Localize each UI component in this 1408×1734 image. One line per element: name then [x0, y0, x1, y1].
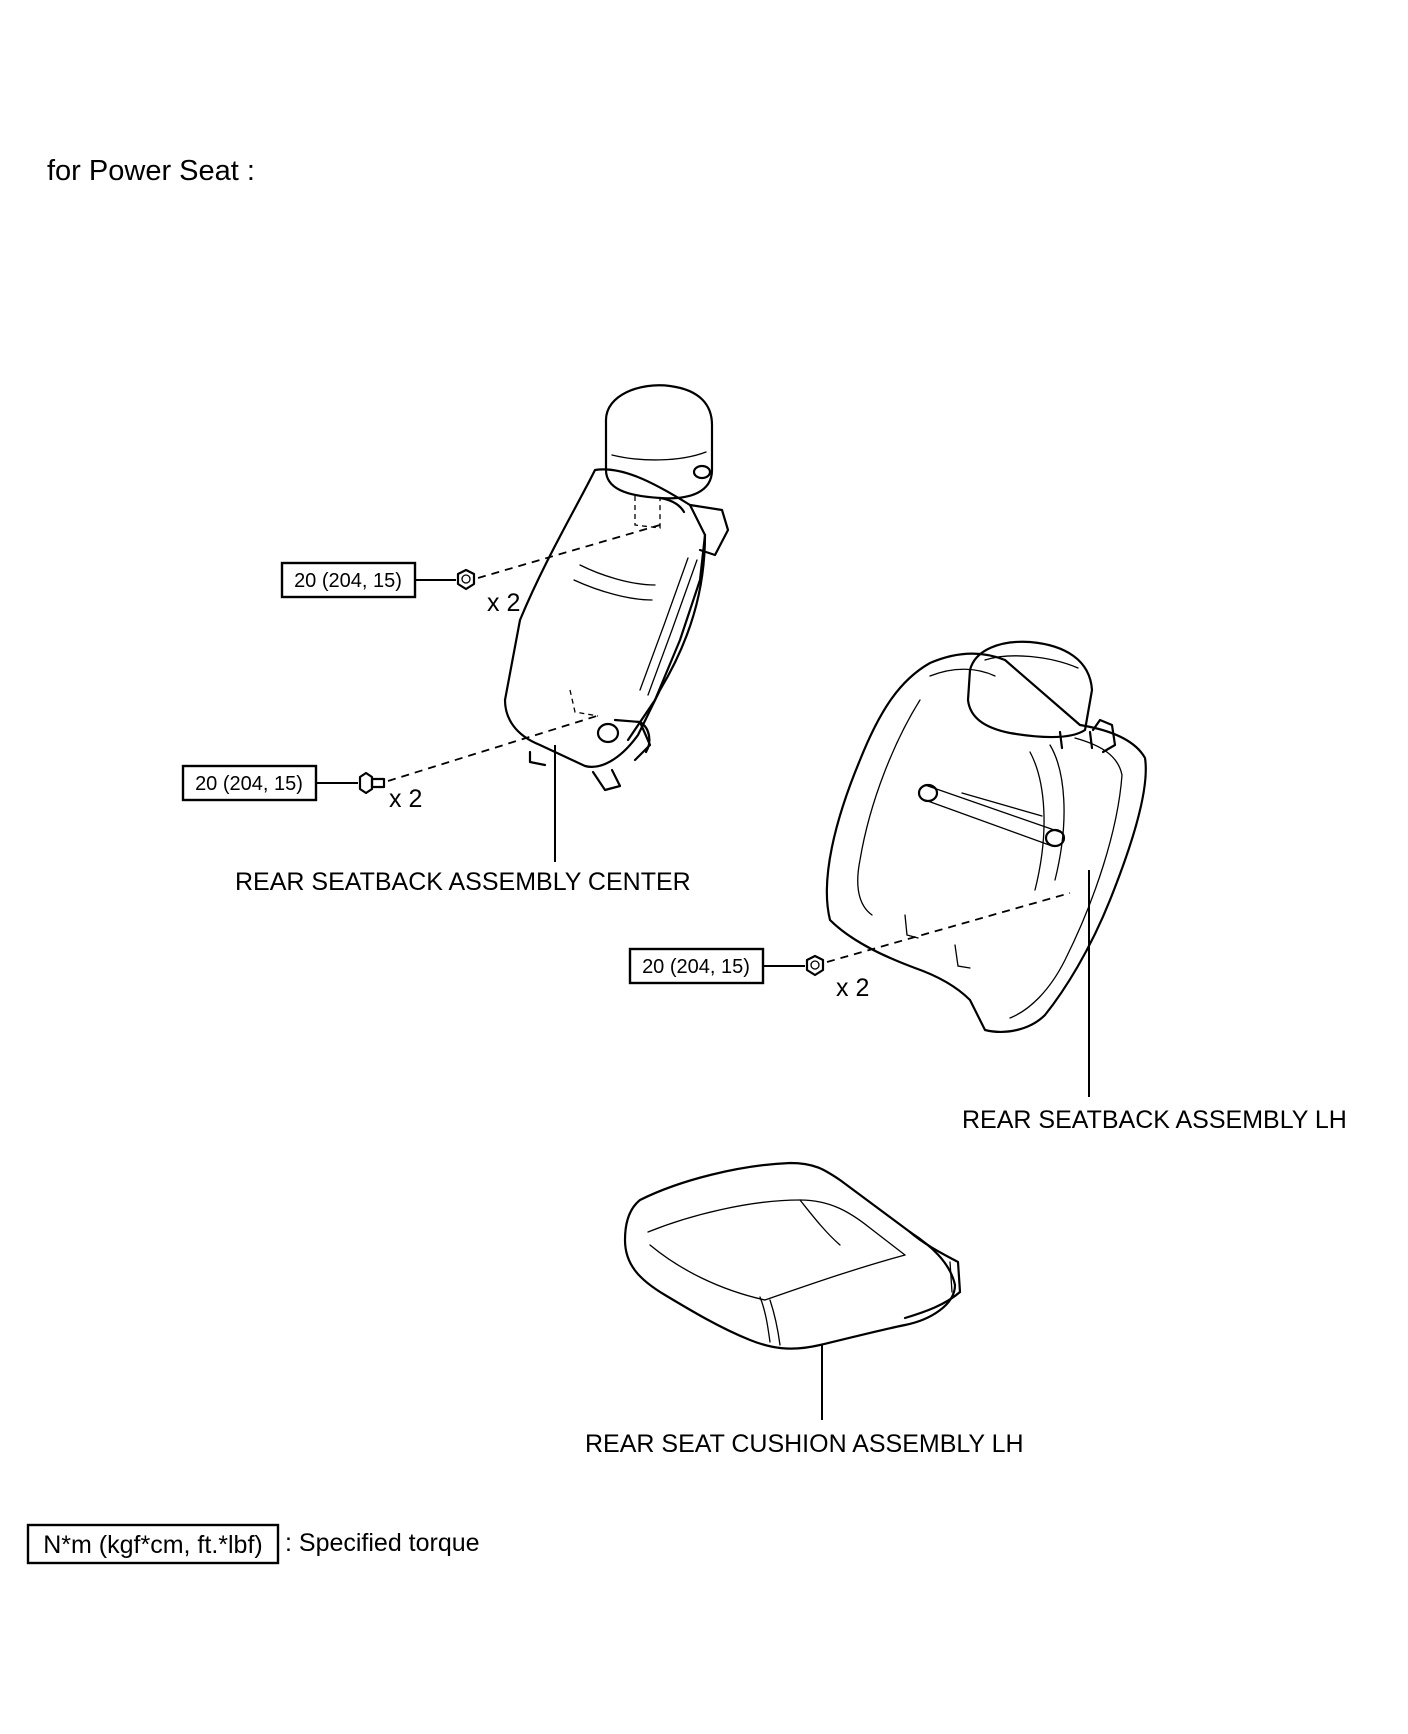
rear-seatback-lh-illustration	[825, 640, 1147, 1033]
torque-value: 20 (204, 15)	[195, 773, 303, 795]
nut-icon	[805, 954, 825, 977]
torque-callout-center-lower: 20 (204, 15) x 2	[181, 714, 601, 813]
rear-seat-cushion-lh-illustration	[623, 1161, 962, 1350]
torque-callout-lh: 20 (204, 15) x 2	[628, 892, 1071, 1002]
legend-description: : Specified torque	[285, 1529, 480, 1557]
part-label-rear-seat-cushion-lh: REAR SEAT CUSHION ASSEMBLY LH	[585, 1430, 1024, 1458]
quantity-label: x 2	[389, 785, 422, 813]
legend-unit: N*m (kgf*cm, ft.*lbf)	[43, 1531, 262, 1559]
nut-icon	[456, 568, 476, 591]
rear-seatback-center-illustration	[503, 384, 730, 792]
quantity-label: x 2	[487, 589, 520, 617]
bolt-icon	[358, 771, 386, 795]
torque-value: 20 (204, 15)	[294, 570, 402, 592]
torque-value: 20 (204, 15)	[642, 956, 750, 978]
part-label-rear-seatback-center: REAR SEATBACK ASSEMBLY CENTER	[235, 868, 691, 896]
part-label-rear-seatback-lh: REAR SEATBACK ASSEMBLY LH	[962, 1106, 1347, 1134]
torque-callout-center-upper: 20 (204, 15) x 2	[280, 524, 661, 617]
diagram-title: for Power Seat :	[47, 155, 255, 187]
torque-legend: N*m (kgf*cm, ft.*lbf) : Specified torque	[26, 1523, 480, 1565]
quantity-label: x 2	[836, 974, 869, 1002]
